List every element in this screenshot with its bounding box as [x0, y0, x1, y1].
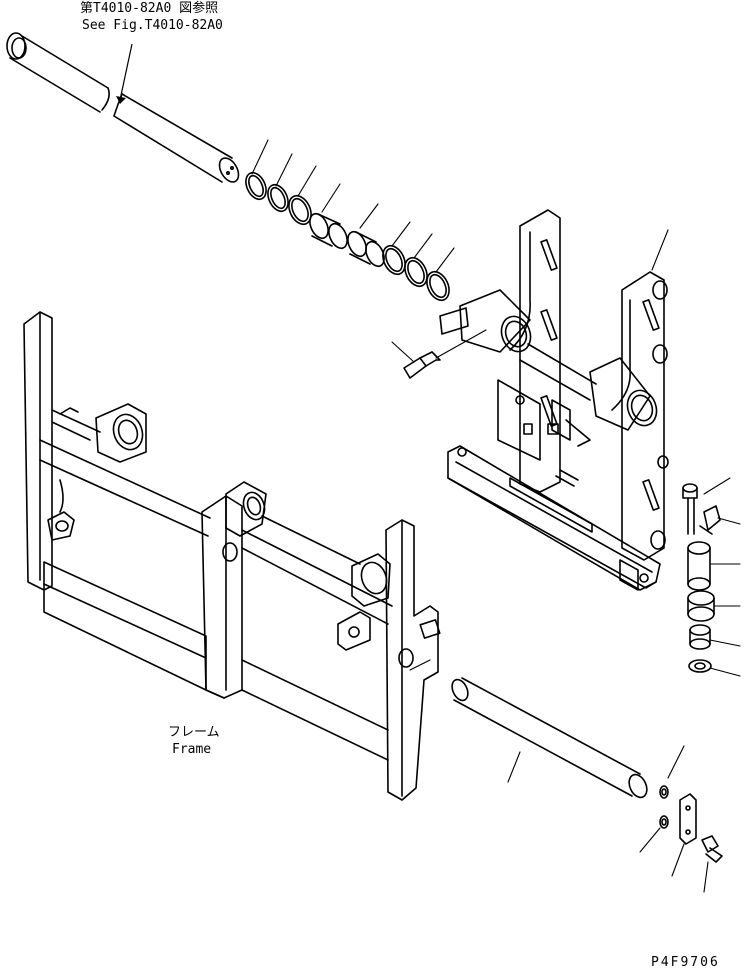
upper-carriage: [439, 209, 669, 591]
lower-pin: [409, 659, 648, 799]
leader-lines-right: [651, 229, 741, 677]
bottom-hardware: [639, 745, 723, 893]
frame-label-en: Frame: [172, 742, 211, 757]
reference-arrow: [116, 43, 133, 104]
leader-lines-rings: [251, 139, 455, 273]
reference-note-jp: 第T4010-82A0 図参照: [80, 0, 218, 16]
frame-label-jp: フレーム: [168, 725, 220, 740]
grease-fitting: [391, 329, 487, 379]
upper-pin: [6, 32, 240, 183]
reference-note-en: See Fig.T4010-82A0: [82, 18, 223, 33]
drawing-number: P4F9706: [651, 955, 720, 970]
frame: [23, 311, 441, 801]
rings-and-bushings: [245, 171, 450, 302]
small-hardware: [682, 483, 721, 673]
